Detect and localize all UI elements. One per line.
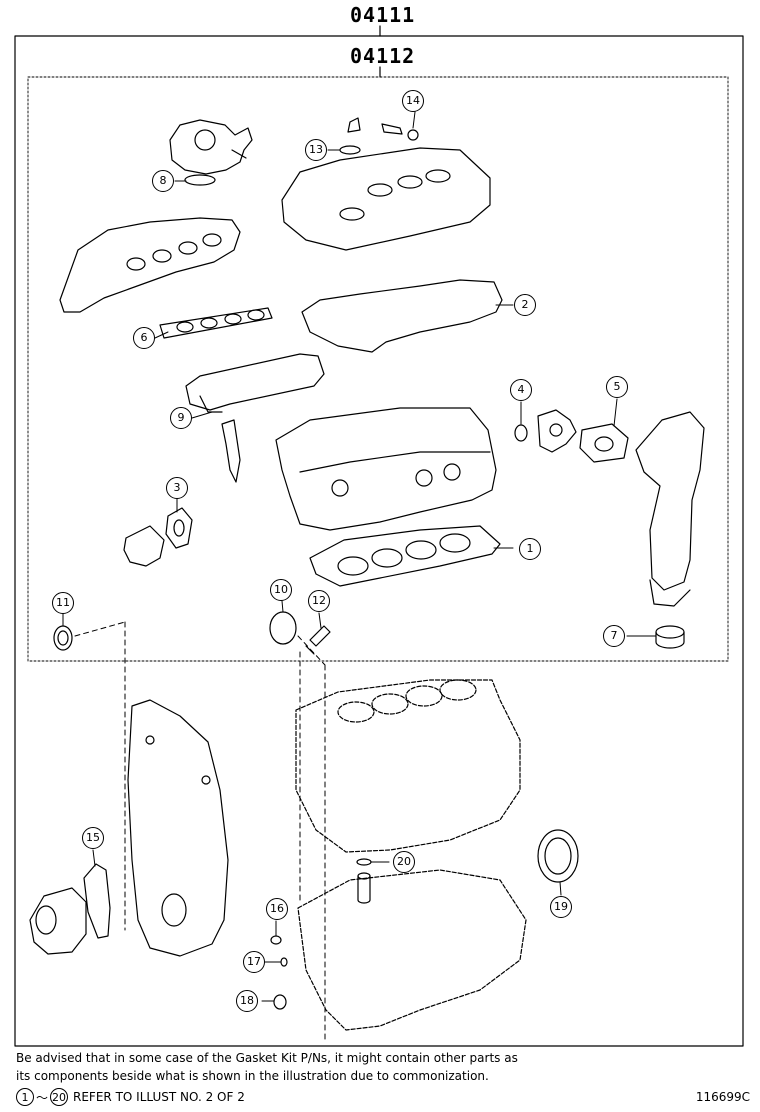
- part-6-intake-gasket: [159, 307, 273, 339]
- reference-start-callout: 1: [16, 1088, 34, 1106]
- cylinder-head-cover: [281, 117, 491, 251]
- oil-pan: [297, 869, 527, 1031]
- callout-12: 12: [308, 590, 330, 612]
- part-20-knock-pin: [356, 858, 372, 904]
- part-11-oil-seal: [53, 625, 73, 651]
- callout-7: 7: [603, 625, 625, 647]
- callout-8: 8: [152, 170, 174, 192]
- cam-sensor-housing: [123, 525, 165, 567]
- part-2-head-cover-gasket: [301, 279, 503, 353]
- callout-1: 1: [519, 538, 541, 560]
- part-5-gasket: [579, 423, 629, 463]
- leader-lines: [74, 621, 326, 1041]
- cylinder-block: [295, 679, 521, 853]
- callout-leaders: [62, 111, 657, 1002]
- part-10-cover-gasket: [269, 611, 297, 645]
- exhaust-manifold-converter: [635, 411, 705, 607]
- part-4-o-ring: [514, 424, 528, 442]
- callout-10: 10: [270, 579, 292, 601]
- cylinder-head: [275, 407, 497, 531]
- header-kit-inner: 04112: [350, 44, 416, 68]
- part-1-head-gasket: [309, 525, 501, 587]
- callout-5: 5: [606, 376, 628, 398]
- callout-6: 6: [133, 327, 155, 349]
- inner-kit-frame: [27, 76, 729, 662]
- advisory-note-line-2: its components beside what is shown in t…: [16, 1069, 489, 1083]
- part-7-seal: [655, 625, 685, 649]
- reference-tilde: 〜: [36, 1090, 49, 1105]
- part-17-o-ring: [280, 957, 288, 967]
- callout-4: 4: [510, 379, 532, 401]
- part-3-gasket: [165, 507, 193, 549]
- part-8-gasket: [184, 174, 216, 186]
- throttle-body: [169, 119, 253, 175]
- callout-13: 13: [305, 139, 327, 161]
- reference-line: 1 〜 20 REFER TO ILLUST NO. 2 OF 2: [16, 1088, 245, 1106]
- timing-chain-cover: [127, 699, 229, 957]
- advisory-note-line-1: Be advised that in some case of the Gask…: [16, 1051, 518, 1065]
- callout-11: 11: [52, 592, 74, 614]
- part-18-drain-plug-gasket: [273, 994, 287, 1010]
- callout-15: 15: [82, 827, 104, 849]
- part-16-o-ring: [270, 935, 282, 945]
- callout-20: 20: [393, 851, 415, 873]
- water-pump: [29, 887, 87, 955]
- callout-14: 14: [402, 90, 424, 112]
- part-12-plug: [305, 625, 331, 655]
- part-15-water-pump-gasket: [83, 863, 111, 939]
- drawing-number: 116699C: [695, 1090, 750, 1104]
- manifold-insulator: [185, 353, 325, 483]
- callout-19: 19: [550, 896, 572, 918]
- callout-2: 2: [514, 294, 536, 316]
- callout-18: 18: [236, 990, 258, 1012]
- callout-16: 16: [266, 898, 288, 920]
- callout-17: 17: [243, 951, 265, 973]
- callout-9: 9: [170, 407, 192, 429]
- water-outlet: [537, 409, 577, 453]
- reference-text: REFER TO ILLUST NO. 2 OF 2: [73, 1090, 245, 1104]
- outer-kit-frame: [14, 35, 744, 1047]
- callout-3: 3: [166, 477, 188, 499]
- intake-manifold: [59, 217, 241, 313]
- header-kit-outer: 04111: [350, 3, 416, 27]
- part-19-rear-oil-seal: [537, 829, 579, 883]
- reference-end-callout: 20: [50, 1088, 69, 1106]
